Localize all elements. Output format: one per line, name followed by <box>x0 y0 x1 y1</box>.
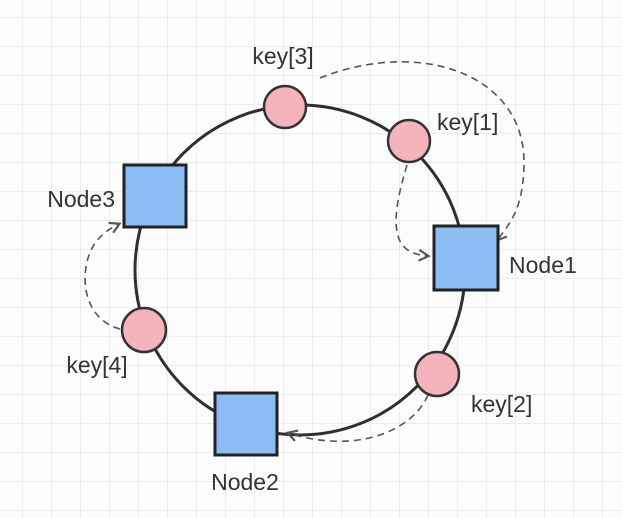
node1-label: Node1 <box>509 252 577 278</box>
node1-square <box>432 224 500 292</box>
key2-label: key[2] <box>471 391 532 417</box>
key4-circle <box>120 306 168 354</box>
node3-label: Node3 <box>47 186 115 212</box>
node2-label: Node2 <box>211 469 279 495</box>
arrow-key2-to-node2 <box>285 394 429 443</box>
key3-label: key[3] <box>252 43 313 69</box>
key2-circle <box>413 350 461 398</box>
key3-circle <box>262 84 308 130</box>
arrow-key1-to-node1 <box>395 164 431 262</box>
node3-square <box>122 163 188 229</box>
arrow-key3-to-node1 <box>319 61 525 243</box>
node2-square <box>213 391 279 457</box>
key4-label: key[4] <box>66 352 127 378</box>
arrow-key4-to-node3 <box>84 221 122 330</box>
key1-circle <box>386 118 432 164</box>
key1-label: key[1] <box>437 109 498 135</box>
